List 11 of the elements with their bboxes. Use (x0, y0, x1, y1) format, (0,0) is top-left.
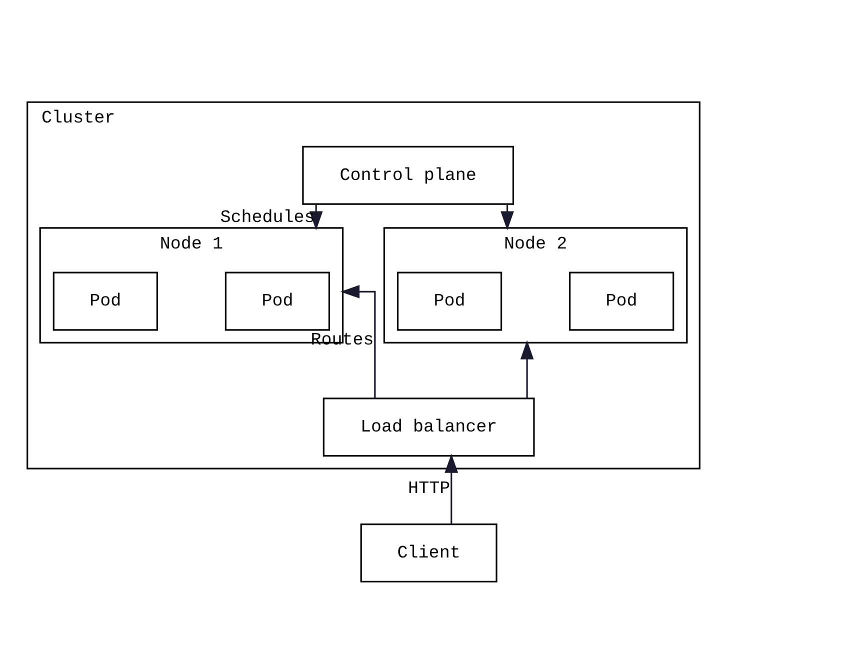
node-box: Pod (569, 272, 674, 331)
node-box: Pod (52, 272, 158, 331)
node-box: Control plane (302, 146, 514, 205)
arrow (340, 285, 376, 398)
node-box: Pod (396, 272, 502, 331)
arrow (520, 340, 534, 398)
node-box: Load balancer (322, 398, 535, 457)
arrow (444, 454, 458, 524)
node-box: Client (360, 523, 498, 582)
node-box: Pod (224, 272, 330, 331)
edge-label: HTTP (408, 478, 450, 499)
